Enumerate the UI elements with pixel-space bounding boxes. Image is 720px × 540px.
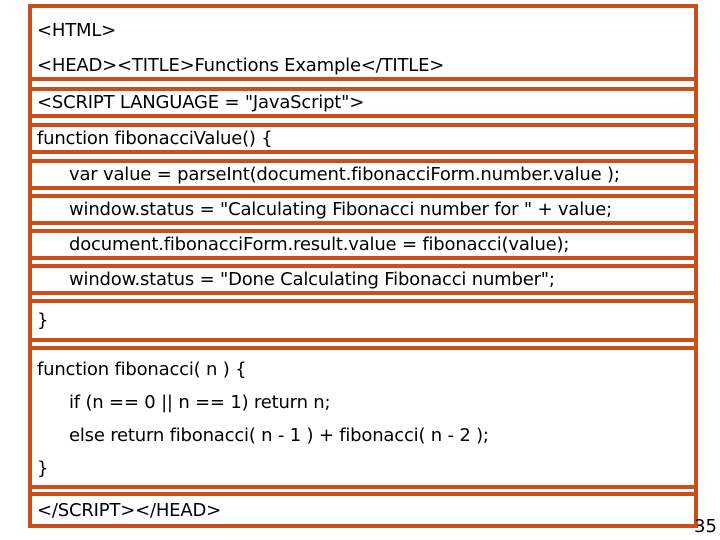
code-box-status-done: window.status = "Done Calculating Fibona… (28, 264, 698, 295)
code-box-html-head: <HTML> <HEAD><TITLE>Functions Example</T… (28, 4, 698, 81)
code-box-fibonaccivalue-open: function fibonacciValue() { (28, 123, 698, 154)
page-number: 35 (694, 516, 717, 537)
code-line: window.status = "Calculating Fibonacci n… (69, 199, 612, 220)
code-box-close-brace: } (28, 299, 698, 342)
code-box-script-close: </SCRIPT></HEAD> (28, 492, 698, 528)
code-line: } (37, 310, 49, 331)
code-line: var value = parseInt(document.fibonacciF… (69, 164, 620, 185)
code-line: if (n == 0 || n == 1) return n; (69, 392, 331, 413)
code-box-script-open: <SCRIPT LANGUAGE = "JavaScript"> (28, 87, 698, 118)
code-line: document.fibonacciForm.result.value = fi… (69, 234, 570, 255)
code-box-status-calculating: window.status = "Calculating Fibonacci n… (28, 194, 698, 225)
code-line: </SCRIPT></HEAD> (37, 499, 221, 521)
code-line: function fibonacciValue() { (37, 128, 273, 149)
code-line: else return fibonacci( n - 1 ) + fibonac… (69, 425, 489, 446)
code-box-result-assignment: document.fibonacciForm.result.value = fi… (28, 229, 698, 260)
code-line: <SCRIPT LANGUAGE = "JavaScript"> (37, 92, 365, 113)
code-line: } (37, 458, 49, 479)
code-line: <HTML> (37, 20, 117, 41)
code-line: function fibonacci( n ) { (37, 359, 247, 380)
code-box-var-value: var value = parseInt(document.fibonacciF… (28, 159, 698, 190)
code-line: window.status = "Done Calculating Fibona… (69, 269, 555, 290)
code-line: <HEAD><TITLE>Functions Example</TITLE> (37, 55, 445, 76)
code-box-fibonacci-function: function fibonacci( n ) { if (n == 0 || … (28, 346, 698, 489)
